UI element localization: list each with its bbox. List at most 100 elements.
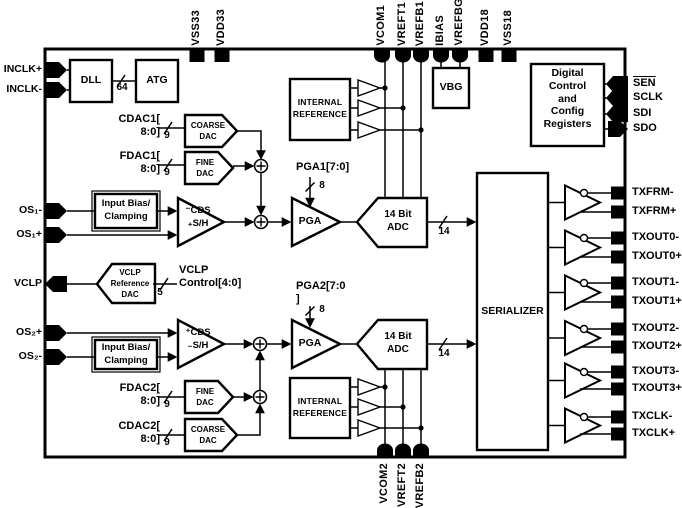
pin-txfrm-minus: [611, 186, 626, 200]
pin-vcom2-label: VCOM2: [378, 463, 390, 504]
pin-vss33: [189, 50, 205, 62]
pin-vrefbg-label: VREFBG: [453, 0, 465, 46]
pga2-ctl-label: PGA2[7:0 ]: [296, 280, 346, 305]
pin-txout0-minus-label: TXOUT0-: [632, 231, 680, 243]
pin-vclp: [45, 276, 67, 292]
vclp-reference-dac-label: VCLP Reference DAC: [110, 268, 150, 299]
bus-width-adc2: 14: [438, 348, 450, 359]
internal-reference1-block: [288, 77, 352, 142]
arrow-wires: [67, 130, 477, 436]
serializer-block: [475, 171, 550, 452]
pins: [45, 50, 628, 456]
pin-os1-minus: [45, 203, 67, 219]
pin-sclk-label: SCLK: [633, 91, 663, 103]
pin-txout3-plus-label: TXOUT3+: [632, 382, 682, 394]
pin-ibias-label: IBIAS: [434, 15, 446, 46]
pin-txout2-minus-label: TXOUT2-: [632, 322, 680, 334]
fdac1-signal-label: FDAC1[ 8:0]: [119, 150, 160, 175]
cds1-amp: [176, 196, 227, 248]
coarse-dac2-label: COARSE DAC: [190, 425, 226, 445]
pin-vdd18: [478, 50, 494, 62]
pin-vcom1: [374, 50, 390, 63]
pin-txout3-minus-label: TXOUT3-: [632, 365, 680, 377]
pga2-amp: [290, 318, 343, 370]
pin-vss18-label: VSS18: [502, 10, 514, 46]
pin-txclk-minus: [611, 410, 626, 424]
pin-os1-plus-label: OS₁+: [16, 228, 42, 240]
pin-txout1-minus-label: TXOUT1-: [632, 276, 680, 288]
bus-width-cdac1: 9: [164, 130, 170, 141]
pin-vreft1: [395, 50, 411, 63]
vbg-label: VBG: [439, 81, 463, 93]
bus-slashes: [116, 74, 448, 442]
pin-vdd33: [214, 50, 230, 62]
pin-os2-minus: [45, 349, 67, 365]
pin-os2-plus-label: OS₂+: [16, 326, 42, 338]
pin-txout2-plus-label: TXOUT2+: [632, 340, 682, 352]
cds1-label: ⁻CDS ₊S/H: [185, 205, 211, 229]
pin-os2-plus: [45, 325, 67, 341]
pga2-label: PGA: [298, 337, 322, 349]
pin-txout3-minus: [611, 365, 626, 379]
pin-os1-minus-label: OS₁-: [18, 204, 42, 216]
adc1-label: 14 Bit ADC: [384, 209, 412, 233]
pin-vrefb1-label: VREFB1: [414, 0, 426, 46]
atg-block: [134, 58, 180, 104]
pin-sen: [606, 76, 628, 92]
pin-txout3-plus: [611, 382, 626, 396]
fine-dac2-block: [183, 379, 235, 415]
pin-vrefb2-label: VREFB2: [414, 463, 426, 508]
pin-vdd18-label: VDD18: [479, 9, 491, 46]
pin-inclk-plus: [45, 62, 67, 78]
pin-vdd33-label: VDD33: [215, 9, 227, 46]
cdac1-signal-label: CDAC1[ 8:0]: [118, 113, 160, 138]
cds2-label: ⁺CDS ₋S/H: [185, 327, 211, 351]
adc2-block: [355, 318, 429, 371]
pin-vrefb1: [413, 50, 429, 63]
pin-vreft2-label: VREFT2: [396, 463, 408, 507]
inverting-bubbles: [579, 188, 589, 422]
pin-txclk-plus: [611, 427, 626, 441]
bus-width-fdac1: 9: [164, 167, 170, 178]
input-bias2-block: [93, 338, 159, 371]
pin-ibias: [433, 50, 449, 63]
pin-txout1-minus: [611, 276, 626, 290]
coarse-dac1-label: COARSE DAC: [190, 121, 226, 141]
pin-vcom2: [377, 443, 393, 456]
pin-txfrm-plus: [611, 205, 626, 219]
pin-txclk-minus-label: TXCLK-: [632, 410, 673, 422]
pin-vclp-label: VCLP: [13, 277, 42, 289]
fine-dac2-label: FINE DAC: [195, 387, 215, 407]
pin-txout0-plus-label: TXOUT0+: [632, 250, 682, 262]
pin-vss18: [501, 50, 517, 62]
junction-dots: [382, 85, 424, 431]
bus-width-cdac2: 9: [164, 437, 170, 448]
digital-control-label: Digital Control and Config Registers: [543, 67, 592, 131]
pin-vcom1-label: VCOM1: [375, 5, 387, 46]
dll-label: DLL: [80, 74, 102, 86]
fine-dac1-block: [183, 150, 235, 186]
pin-vrefbg: [452, 50, 468, 63]
pin-vreft2: [395, 443, 411, 456]
pin-os2-minus-label: OS₂-: [18, 350, 42, 362]
internal-reference2-label: INTERNAL REFERENCE: [292, 396, 348, 418]
serializer-label: SERIALIZER: [481, 305, 544, 317]
pga1-ctl-label: PGA1[7:0]: [296, 161, 350, 173]
pga1-amp: [290, 196, 343, 248]
pin-txfrm-plus-label: TXFRM+: [632, 205, 677, 217]
wires: [66, 61, 611, 451]
pin-os1-plus: [45, 227, 67, 243]
pin-inclk-minus: [45, 82, 67, 98]
pin-vss33-label: VSS33: [190, 10, 202, 46]
adc2-label: 14 Bit ADC: [384, 331, 412, 355]
bus-width-fdac2: 9: [164, 399, 170, 410]
pin-sdi-label: SDI: [633, 107, 652, 119]
pin-txfrm-minus-label: TXFRM-: [632, 186, 674, 198]
coarse-dac2-block: [183, 417, 239, 453]
pin-txout1-plus-label: TXOUT1+: [632, 295, 682, 307]
pin-txout2-plus: [611, 340, 626, 354]
bus-width-pga1: 8: [319, 180, 325, 191]
pga1-label: PGA: [298, 215, 322, 227]
pin-txout0-plus: [611, 250, 626, 264]
